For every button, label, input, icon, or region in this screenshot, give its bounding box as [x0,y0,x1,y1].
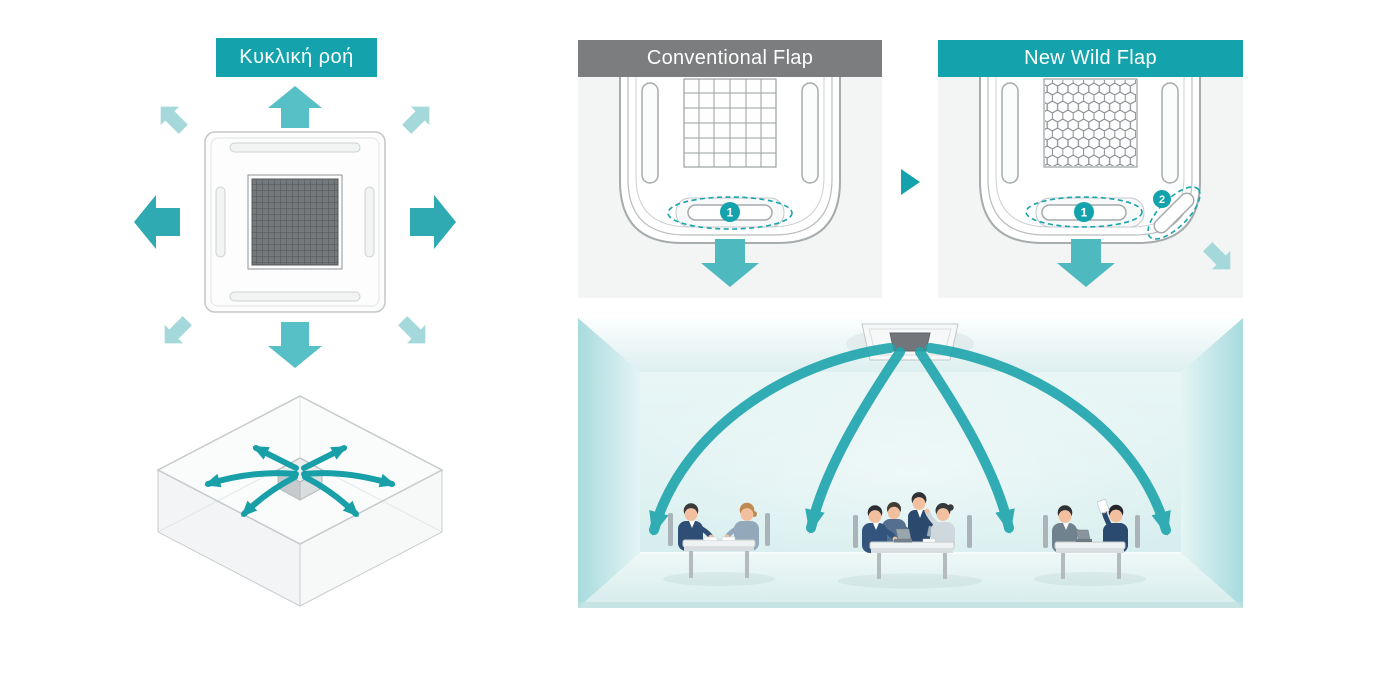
conventional-flap-panel: Conventional Flap [578,40,882,298]
airflow-arc-icon [805,347,905,534]
new-wild-flap-illustration: 1 2 [979,77,1231,287]
corner-flap-highlight-ellipse [1147,186,1201,240]
downward-airflow-arrow-icon [1057,239,1115,287]
flow-arrow-down-right-icon [398,316,426,344]
ceiling-cassette-unit [204,131,386,313]
airflow-arc-icon [925,343,1171,536]
flow-arrow-right-icon [410,195,456,249]
radial-airflow-arrows [204,445,396,517]
airflow-arrow-icon [252,445,299,471]
meeting-group-left [663,502,775,586]
isometric-room-diagram [156,395,444,607]
meeting-group-center [838,492,982,589]
intake-grille [889,332,931,352]
diagonal-airflow-arrow-icon [1203,242,1231,270]
airflow-arrow-icon [204,470,299,488]
circular-flow-label: Κυκλική ροή [216,38,377,77]
airflow-arrow-icon [301,470,396,488]
transition-arrow-icon [901,169,920,195]
meeting-group-right [1034,498,1146,586]
flow-arrow-left-icon [134,195,180,249]
airflow-room-illustration [578,318,1243,608]
flow-arrow-down-left-icon [164,316,192,344]
new-wild-flap-panel: New Wild Flap [938,40,1243,298]
downward-airflow-arrow-icon [701,239,759,287]
side-flap-right [801,82,819,184]
side-flap-left [641,82,659,184]
radial-flow-arrows [134,86,456,368]
table [869,528,955,579]
right-flap [364,186,375,258]
svg-text:2: 2 [1159,194,1165,206]
bottom-flap [229,291,361,302]
svg-text:1: 1 [1081,206,1088,220]
top-flap [229,142,361,153]
flap-highlight-ellipse [1025,196,1143,228]
cassette-front-view [134,86,456,368]
flap-marker-badge: 1 [1074,202,1094,222]
side-flap-right [1161,82,1179,184]
table [1054,529,1126,579]
left-flap [215,186,226,258]
airflow-arrow-icon [301,445,348,471]
side-flap-left [1001,82,1019,184]
corner-flap-marker-badge: 2 [1153,190,1171,208]
new-wild-flap-header: New Wild Flap [938,40,1243,77]
airflow-arcs [649,343,1171,536]
left-wall [578,318,640,608]
flap-highlight-ellipse [667,196,793,230]
conventional-flap-header: Conventional Flap [578,40,882,77]
airflow-arrow-icon [302,474,359,517]
corner-flap [1147,186,1201,240]
airflow-arc-icon [915,347,1015,534]
right-wall [1181,318,1243,608]
airflow-arc-icon [649,343,895,536]
flow-arrow-up-left-icon [160,106,188,134]
room-walls [578,318,1243,608]
honeycomb-grille [1043,78,1138,168]
svg-text:1: 1 [727,206,734,220]
flap-marker-badge: 1 [720,202,740,222]
conventional-flap-illustration: 1 [619,77,841,287]
table [682,536,756,578]
flow-arrow-up-right-icon [402,106,430,134]
grid-grille [683,78,777,168]
glass-room-box [156,395,444,607]
flow-arrow-up-icon [268,86,322,128]
airflow-arrow-icon [241,474,298,517]
floor [578,553,1243,608]
flow-arrow-down-icon [268,322,322,368]
